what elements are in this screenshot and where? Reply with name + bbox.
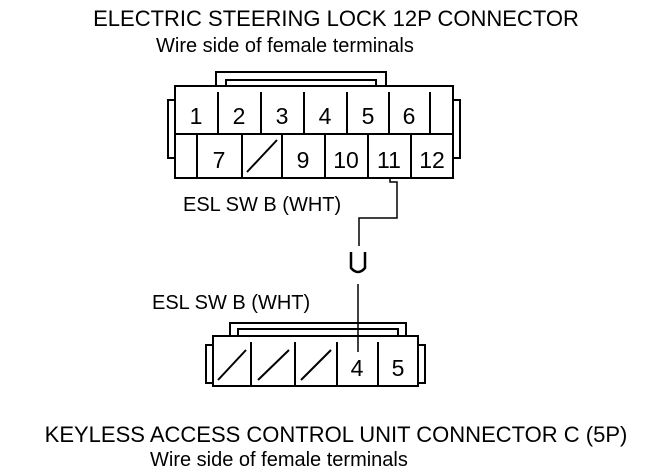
bottom-connector-subtitle: Wire side of female terminals [150,449,408,471]
pin-1: 1 [190,103,203,129]
pin-12: 12 [419,147,445,173]
blocked-cavity-mark [246,139,278,173]
bottom-pin-5: 5 [392,355,405,381]
top-connector-housing [167,71,461,179]
bottom-wire-label: ESL SW B (WHT) [152,292,311,314]
bottom-connector-title: KEYLESS ACCESS CONTROL UNIT CONNECTOR C … [44,422,628,447]
pin-11: 11 [377,147,401,173]
bottom-pin-4: 4 [351,355,364,381]
pin-7: 7 [213,147,226,173]
bottom-connector-housing [205,322,426,387]
pin-5: 5 [362,103,375,129]
junction-icon [349,252,367,274]
wire-esl-sw-b-top [358,178,398,246]
pin-3: 3 [276,103,289,129]
top-connector-title: ELECTRIC STEERING LOCK 12P CONNECTOR [93,6,579,31]
top-connector-subtitle: Wire side of female terminals [156,35,414,57]
pin-4: 4 [319,103,332,129]
top-wire-label: ESL SW B (WHT) [183,194,342,216]
pin-9: 9 [297,147,310,173]
pin-2: 2 [233,103,246,129]
pin-10: 10 [333,147,359,173]
pin-6: 6 [403,103,416,129]
